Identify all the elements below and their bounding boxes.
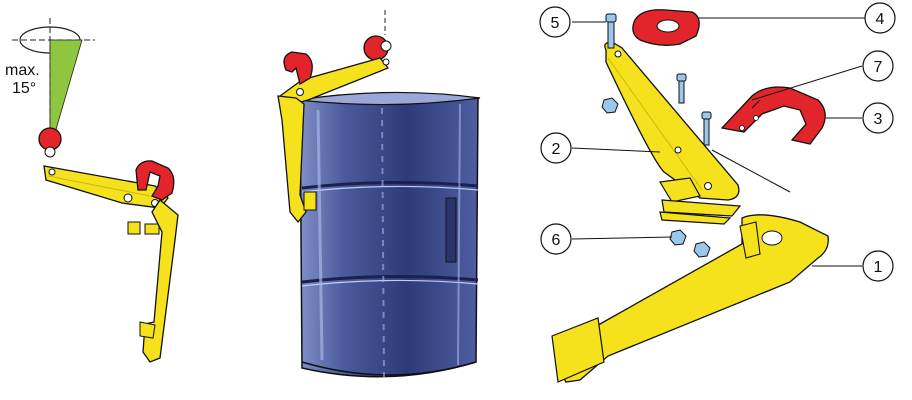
tilt-view: max. 15° xyxy=(5,18,179,363)
angle-note-line1: max. xyxy=(5,62,40,79)
callout-4: 4 xyxy=(864,2,896,34)
max-angle-sector xyxy=(49,39,83,151)
svg-text:3: 3 xyxy=(874,111,883,128)
tilt-lower-leg xyxy=(142,199,179,363)
svg-text:2: 2 xyxy=(552,141,561,158)
svg-text:4: 4 xyxy=(876,11,885,28)
drum-clamp-leg xyxy=(277,95,307,224)
part-5-bolts xyxy=(605,13,712,146)
angle-note-line2: 15° xyxy=(12,80,36,97)
exploded-view: 5 4 7 3 2 6 1 xyxy=(539,2,896,383)
drum-top-rim xyxy=(297,91,481,106)
callout-3: 3 xyxy=(862,102,894,134)
tilt-shackle xyxy=(38,127,62,151)
callout-7: 7 xyxy=(862,50,894,82)
svg-text:6: 6 xyxy=(552,232,561,249)
svg-text:7: 7 xyxy=(874,59,883,76)
tilt-handle xyxy=(135,160,175,201)
drum-view xyxy=(277,10,481,379)
callout-6: 6 xyxy=(540,223,572,255)
callout-5: 5 xyxy=(539,6,571,38)
part-3-handle xyxy=(720,86,826,145)
svg-text:1: 1 xyxy=(874,259,883,276)
drum-handle xyxy=(283,51,313,86)
callout-1: 1 xyxy=(862,250,894,282)
part-2-upper-arm xyxy=(604,41,740,201)
svg-text:5: 5 xyxy=(551,15,560,32)
callout-2: 2 xyxy=(540,132,572,164)
part-6-nuts xyxy=(601,97,711,258)
part-1-lower-leg xyxy=(559,214,829,383)
